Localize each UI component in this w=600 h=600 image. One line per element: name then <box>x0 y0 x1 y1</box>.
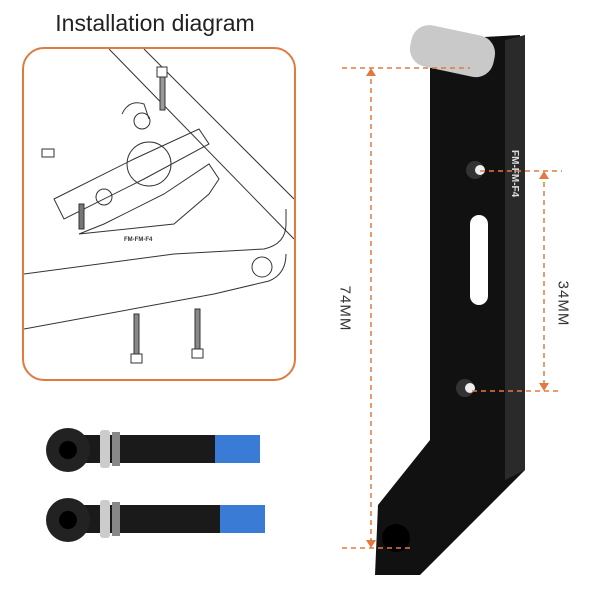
bracket-engraving: FM-FM-F4 <box>509 150 520 198</box>
diagram-title: Installation diagram <box>55 10 255 36</box>
dimension-34mm: 34MM <box>554 280 572 327</box>
dimension-74mm: 74MM <box>336 285 354 332</box>
bracket <box>375 35 525 575</box>
dimension-lines <box>342 67 562 549</box>
diagram-drawing: FM-FM-F4 <box>24 49 294 364</box>
diagram-label: FM-FM-F4 <box>124 237 153 243</box>
screw-icon <box>78 66 204 364</box>
installation-diagram: FM-FM-F4 <box>22 47 296 381</box>
stud-icon <box>409 25 496 78</box>
bolt-icon <box>46 428 265 542</box>
